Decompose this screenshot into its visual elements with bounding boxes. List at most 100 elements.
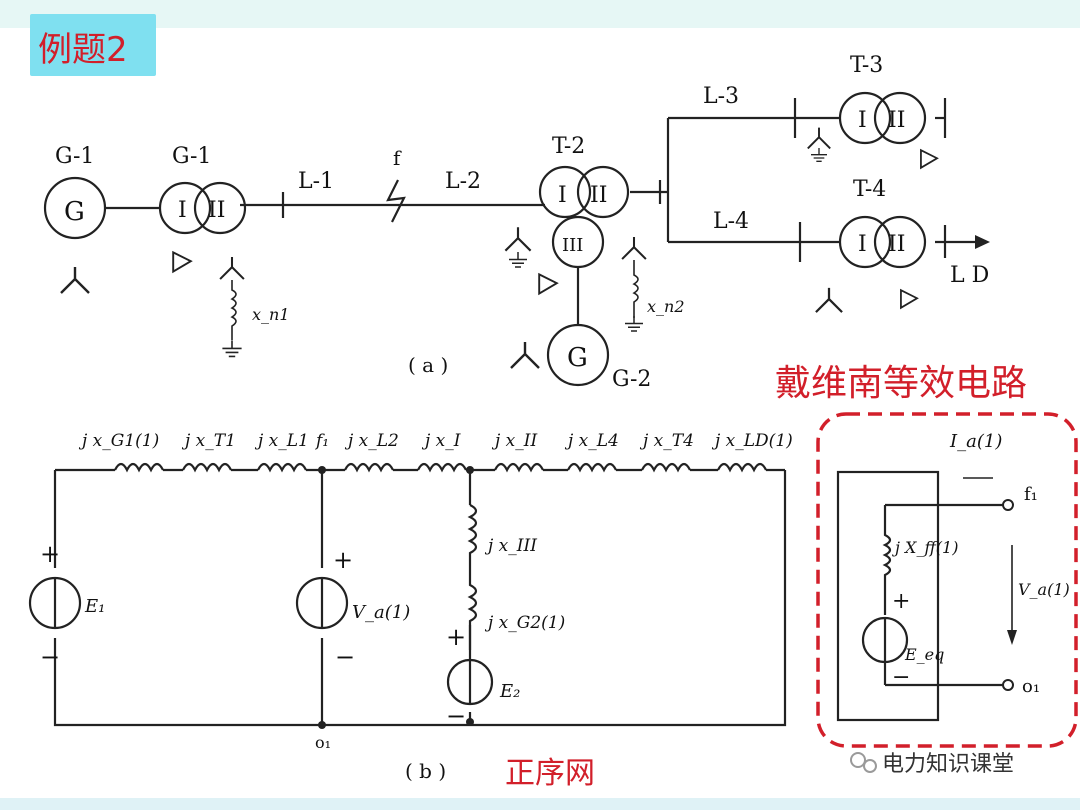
- transformer-t3-winding-1: [838, 91, 892, 145]
- e1-minus: −: [40, 643, 60, 671]
- wye-icon: [806, 126, 832, 150]
- node-f1: [318, 466, 326, 474]
- node-o1-b: [466, 718, 474, 726]
- gen2-label: G-2: [612, 367, 651, 392]
- load-label: L D: [950, 263, 989, 288]
- thevenin-box: [836, 470, 940, 722]
- source-label: E_eq: [904, 645, 944, 664]
- label-xt1: j x_T1: [181, 431, 236, 451]
- watermark-text: 电力知识课堂: [882, 752, 1014, 777]
- wye-icon: [59, 265, 91, 295]
- caption-a: ( a ): [408, 353, 448, 377]
- t2-w2: II: [590, 183, 607, 208]
- e2-minus: −: [446, 702, 466, 730]
- t2-w1: I: [558, 183, 567, 208]
- label-xl2: j x_L2: [344, 431, 399, 451]
- xn1-label: x_n1: [252, 305, 290, 324]
- l3-label: L-3: [703, 84, 739, 109]
- va-minus: −: [335, 643, 355, 671]
- label-f1: f₁: [314, 431, 329, 451]
- gen1-symbol: G: [64, 197, 85, 227]
- fault-lightning-icon: [386, 179, 406, 223]
- ground-icon: [221, 340, 243, 358]
- t1-w2: II: [208, 198, 225, 223]
- label-xl4: j x_L4: [564, 431, 619, 451]
- reactor-xn2: [621, 235, 647, 332]
- vertical-inductors: [467, 504, 478, 640]
- thevenin-inductor: [882, 505, 892, 615]
- l2-label: L-2: [445, 169, 481, 194]
- load-arrow-icon: [975, 235, 990, 249]
- title-badge: [30, 14, 156, 76]
- wye-icon: [504, 226, 532, 252]
- ground-icon: [624, 316, 644, 332]
- t3-label: T-3: [850, 53, 883, 78]
- terminal-o1-label: o₁: [1022, 676, 1040, 697]
- one-line-diagram: G G-1 I II G-1 x_n1 L-1 f L-2: [43, 53, 990, 392]
- gen2-symbol: G: [567, 343, 588, 373]
- thevenin-equivalent: 戴维南等效电路 I_a(1) j X_ff(1) E_eq V_a(1) + −…: [775, 363, 1078, 777]
- va-plus: +: [333, 546, 353, 574]
- node-o1-label: o₁: [315, 733, 331, 752]
- reactor-xn1: [219, 255, 245, 358]
- e1-plus: +: [40, 540, 60, 568]
- wye-icon: [814, 286, 844, 314]
- node-o1: [318, 721, 326, 729]
- t4-w2: II: [888, 232, 905, 257]
- gen1-label: G-1: [55, 144, 94, 169]
- t2-w3: III: [562, 235, 583, 256]
- thevenin-dashed-frame: [816, 412, 1078, 748]
- delta-icon: [900, 289, 918, 309]
- t1-w1: I: [178, 198, 187, 223]
- wye-icon: [621, 235, 647, 261]
- t3-grounded-wye: [806, 126, 832, 163]
- l1-label: L-1: [298, 169, 334, 194]
- t4-label: T-4: [853, 177, 886, 202]
- terminal-f1: [1002, 499, 1014, 511]
- inductor-row: [114, 462, 785, 473]
- wechat-icon: [850, 752, 866, 768]
- e2-plus: +: [446, 623, 466, 651]
- subtitle-positive-sequence: 正序网: [505, 756, 595, 791]
- wechat-icon-b: [863, 759, 877, 773]
- slide-title: 例题2: [38, 30, 128, 70]
- wye-icon: [509, 340, 541, 370]
- label-xld: j x_LD(1): [711, 431, 793, 451]
- node-t2: [466, 466, 474, 474]
- t3-w1: I: [858, 108, 867, 133]
- transformer-t2-winding-1: [538, 165, 592, 219]
- t4-w1: I: [858, 232, 867, 257]
- label-xl1: j x_L1: [254, 431, 309, 451]
- caption-b: ( b ): [405, 759, 446, 783]
- wye-icon: [219, 255, 245, 281]
- thevenin-minus: −: [892, 665, 910, 690]
- label-xt4: j x_T4: [639, 431, 694, 451]
- ground-icon: [508, 252, 528, 268]
- generator-g2: [546, 323, 610, 387]
- delta-icon: [538, 273, 558, 295]
- transformer-t2-winding-2: [576, 165, 630, 219]
- voltage-label: V_a(1): [1018, 580, 1070, 599]
- label-xii: j x_II: [491, 431, 537, 451]
- transformer-t4-winding-2: [873, 215, 927, 269]
- l4-label: L-4: [713, 209, 749, 234]
- label-xi: j x_I: [421, 431, 461, 451]
- delta-icon: [172, 251, 192, 273]
- terminal-f1-label: f₁: [1024, 484, 1038, 505]
- breaker-ticks: [281, 98, 947, 262]
- footer-strip: [0, 798, 1080, 810]
- t1-label: G-1: [172, 144, 211, 169]
- positive-sequence-network: j x_G1(1) j x_T1 j x_L1 f₁ j x_L2 j x_I …: [28, 431, 793, 791]
- label-xiii: j x_III: [484, 536, 537, 556]
- watermark: 电力知识课堂: [850, 752, 1014, 777]
- transformer-t1-winding-2: [193, 181, 247, 235]
- ground-icon: [810, 148, 828, 163]
- voltage-arrowhead-icon: [1007, 630, 1017, 645]
- transformer-t1-winding-1: [158, 181, 212, 235]
- fault-label: f: [393, 146, 402, 170]
- label-xg1: j x_G1(1): [78, 431, 159, 451]
- thevenin-title: 戴维南等效电路: [775, 363, 1027, 404]
- transformer-t4-winding-1: [838, 215, 892, 269]
